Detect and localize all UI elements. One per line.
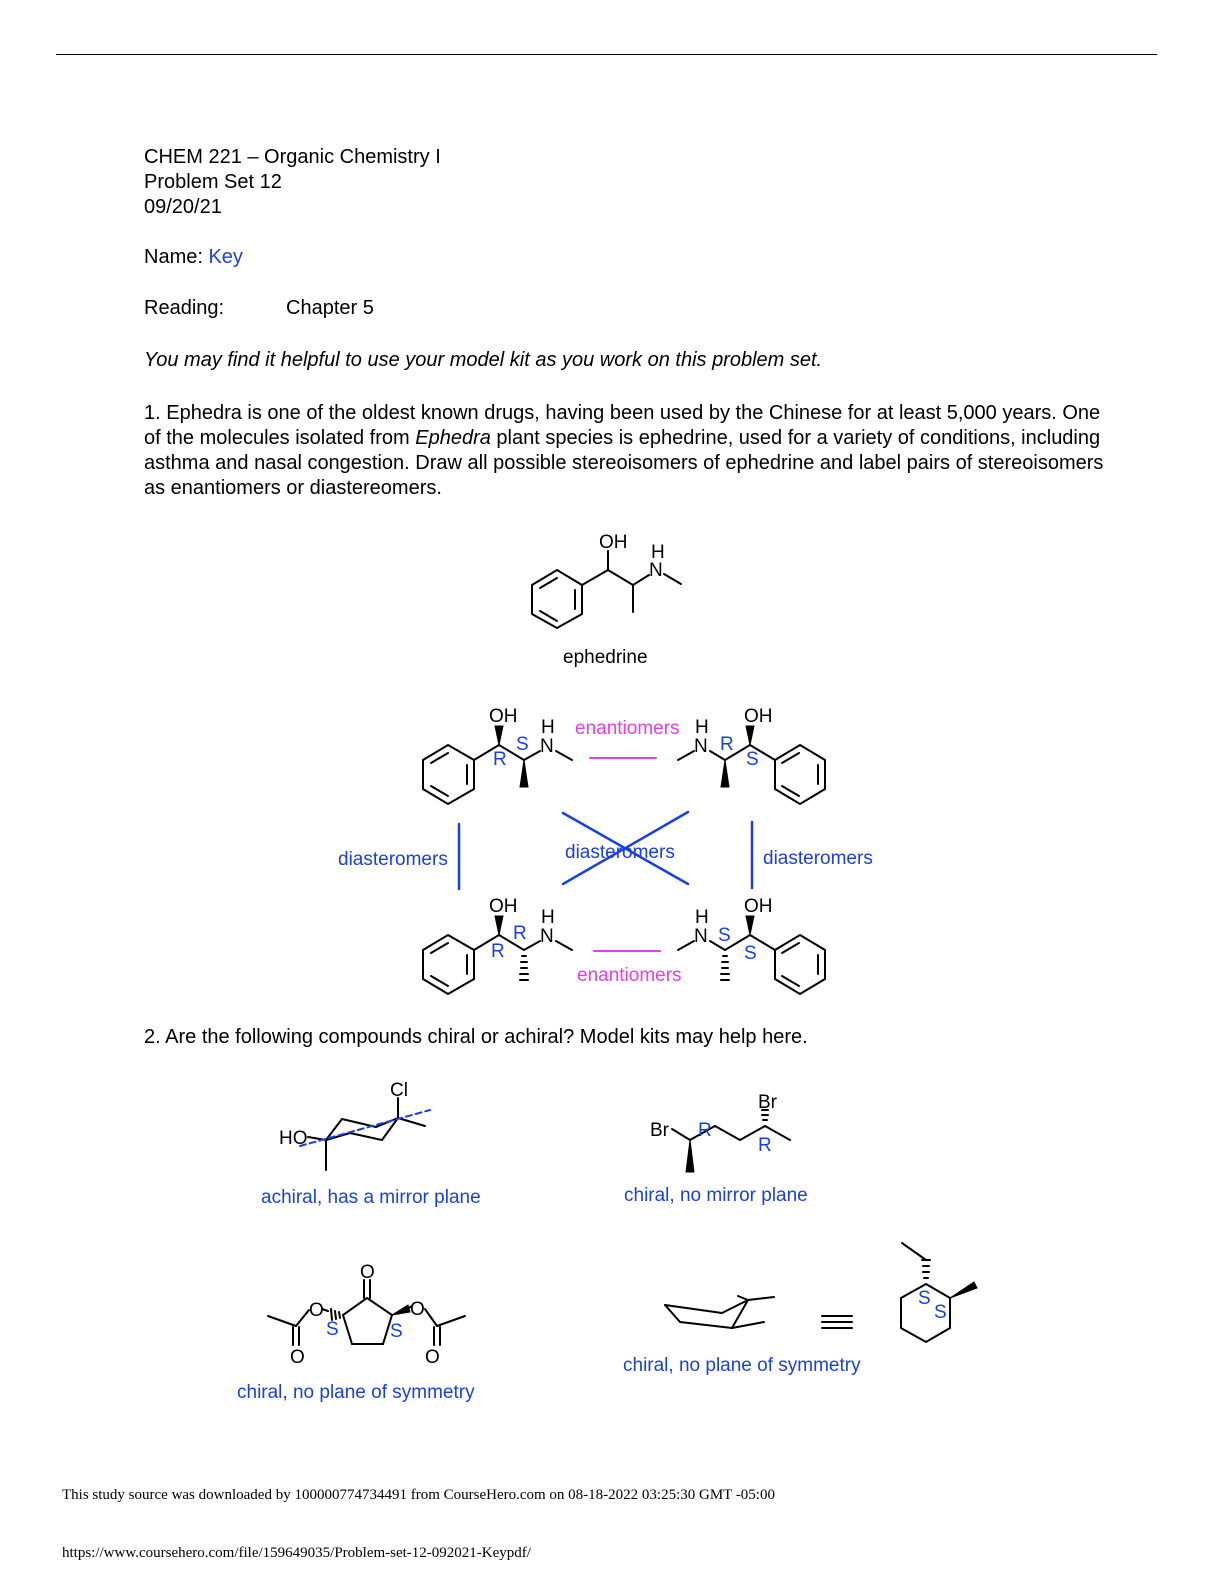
hash-bond [330,1308,341,1321]
date: 09/20/21 [144,196,222,218]
atom-cl: Cl [390,1080,408,1101]
stereoisomer-top-right [677,743,826,806]
config-label: S [516,734,529,755]
atom-h: H [695,717,709,738]
course-title: CHEM 221 – Organic Chemistry I [144,146,441,168]
compound-d-chair [664,1295,775,1329]
problem-set-title: Problem Set 12 [144,171,282,193]
atom-oh: OH [744,706,773,727]
wedge-bond [519,759,529,788]
config-label: S [744,943,757,964]
bond [581,569,609,586]
atom-oh: OH [599,532,628,553]
atom-o: O [360,1262,375,1283]
answer-d: chiral, no plane of symmetry [623,1355,861,1376]
name-label: Name: [144,246,203,268]
enantiomer-label-bottom: enantiomers [577,965,682,986]
atom-h: H [695,907,709,928]
bond [607,569,634,586]
atom-n: N [649,560,663,581]
config-label: R [720,734,734,755]
enantiomer-label-top: enantiomers [575,718,680,739]
stereoisomer-bottom-right [677,933,826,996]
model-kit-note: You may find it helpful to use your mode… [144,349,823,371]
diastereomer-label-right: diasteromers [763,848,873,869]
atom-br: Br [758,1092,778,1113]
ephedrine-caption: ephedrine [563,647,648,668]
wedge-bond [494,915,504,936]
question-2-text: 2. Are the following compounds chiral or… [144,1026,808,1048]
atom-o: O [309,1300,324,1321]
reading-label: Reading: [144,297,225,319]
config-label: S [934,1302,947,1323]
q1-text-after: plant species is ephedrine, used for a v… [144,427,1104,499]
config-label: S [746,749,759,770]
ring-double-bond [539,577,558,589]
config-label: S [718,925,731,946]
source-url-link[interactable]: https://www.coursehero.com/file/15964903… [62,1545,531,1561]
atom-n: N [540,926,554,947]
hash-bond [761,1109,769,1121]
question-1-text: 1. Ephedra is one of the oldest known dr… [144,401,1104,501]
answer-b: chiral, no mirror plane [624,1185,808,1206]
compound-c-structure [267,1279,466,1346]
mirror-plane-line [299,1109,431,1147]
diastereomer-label-center: diasteromers [565,842,675,863]
wedge-bond [745,725,755,746]
name-value: Key [208,246,243,268]
wedge-bond [685,1139,695,1173]
wedge-bond [949,1281,978,1299]
atom-o: O [290,1347,305,1368]
atom-br: Br [650,1120,670,1141]
config-label: R [513,923,527,944]
bond [632,574,650,586]
atom-n: N [540,736,554,757]
diastereomer-cross-2 [561,811,690,886]
atom-o: O [425,1347,440,1368]
atom-h: H [541,717,555,738]
config-label: R [491,941,505,962]
hash-bond [519,955,529,981]
ring-double-bond [539,610,558,622]
answer-c: chiral, no plane of symmetry [237,1382,475,1403]
answer-a: achiral, has a mirror plane [261,1187,481,1208]
wedge-bond [391,1304,411,1316]
wedge-bond [745,915,755,936]
ephedrine-structure [531,550,682,630]
atom-n: N [694,926,708,947]
hash-bond [921,1259,931,1279]
atom-oh: OH [744,896,773,917]
atom-o: O [410,1299,425,1320]
source-notice: This study source was downloaded by 1000… [62,1487,775,1503]
hash-bond [720,955,730,981]
atom-n: N [694,736,708,757]
stereoisomer-top-left [422,743,573,806]
compound-a-chair [307,1097,426,1171]
atom-h: H [541,907,555,928]
atom-oh: OH [489,706,518,727]
wedge-bond [494,725,504,746]
atom-ho: HO [279,1128,308,1149]
q1-text-before: 1. Ephedra is one of the oldest known dr… [144,402,1101,449]
q1-text-italic: Ephedra [415,427,491,449]
name-line: Name: Key [144,245,243,270]
config-label: S [326,1319,339,1340]
reading-value: Chapter 5 [286,297,374,319]
config-label: R [493,749,507,770]
config-label: S [918,1288,931,1309]
atom-oh: OH [489,896,518,917]
diastereomer-label-left: diasteromers [338,849,448,870]
stereoisomer-bottom-left [422,933,573,996]
config-label: R [698,1120,712,1141]
top-rule [56,54,1157,55]
atom-h: H [651,542,665,563]
equivalence-symbol [821,1315,853,1329]
compound-b-chain [671,1125,791,1141]
bond [663,573,682,585]
config-label: S [390,1321,403,1342]
config-label: R [758,1135,772,1156]
wedge-bond [720,759,730,788]
